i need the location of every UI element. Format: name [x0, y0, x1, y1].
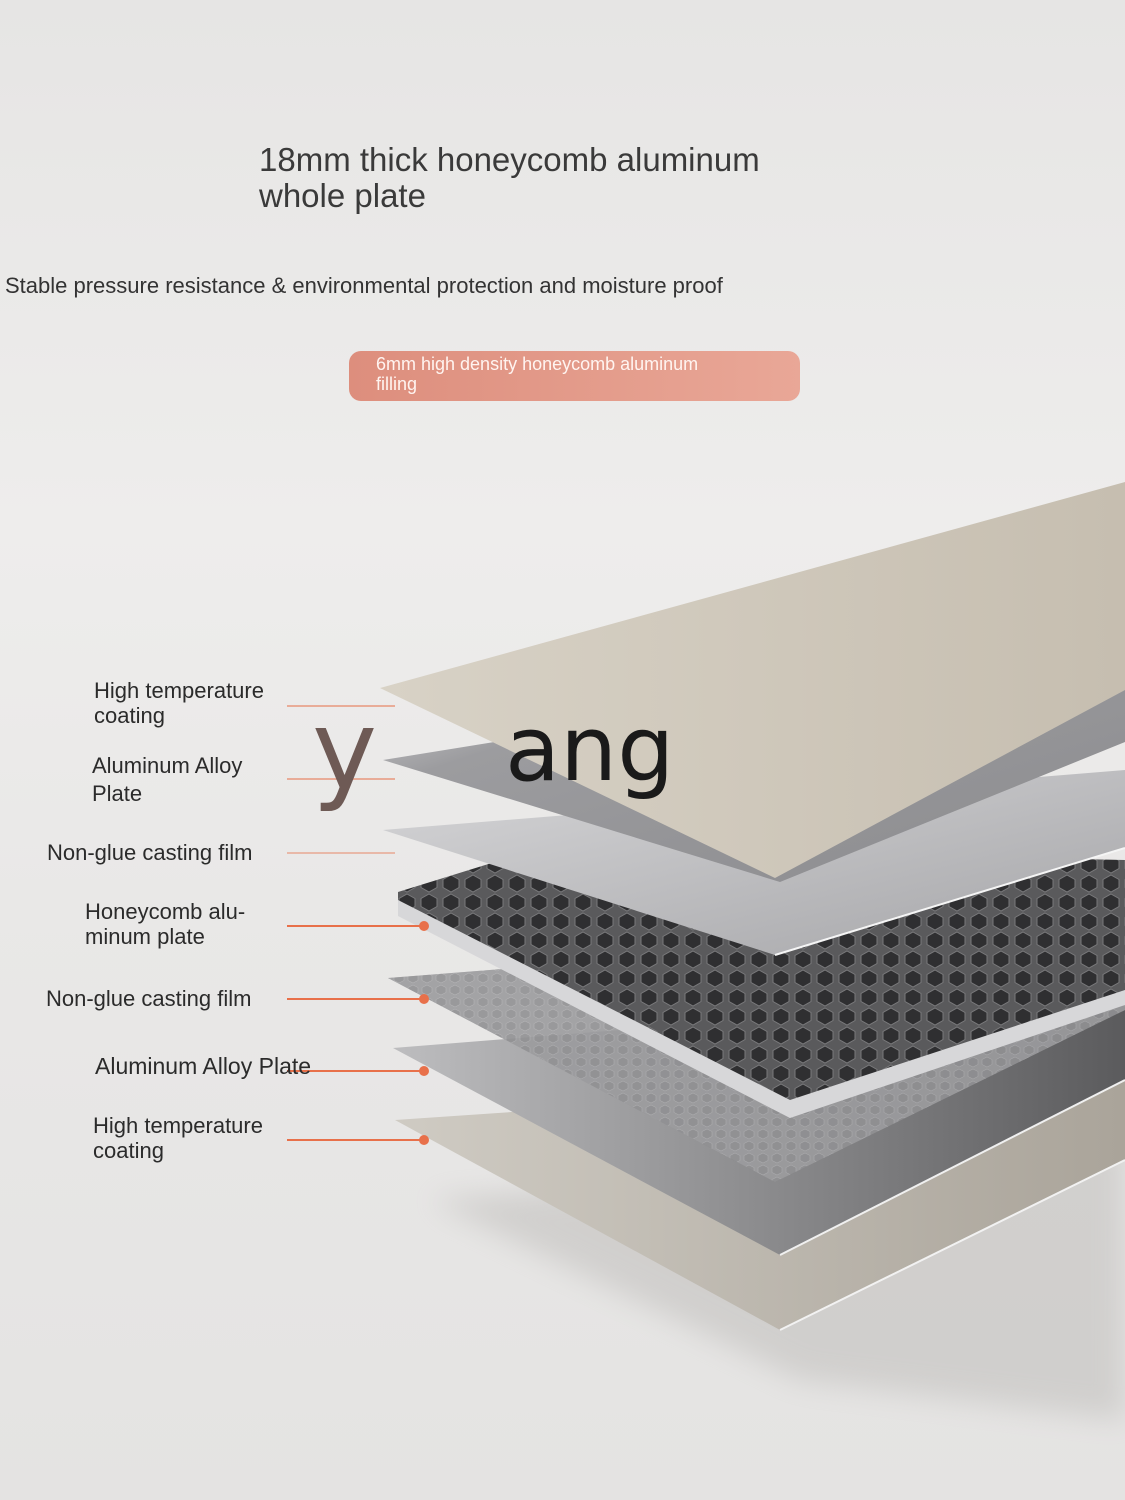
title-line-2: whole plate — [259, 177, 426, 214]
layer-label-top-aluminum: Aluminum Alloy Plate — [92, 752, 242, 808]
layer-label-bottom-aluminum: Aluminum Alloy Plate — [95, 1054, 311, 1079]
honeycomb-core — [398, 848, 1125, 1115]
label-line: Honeycomb alu- — [85, 899, 246, 924]
label-line: High temperature — [93, 1113, 263, 1138]
label-line: Non-glue casting film — [46, 986, 252, 1011]
top-coating-layer — [380, 482, 1125, 878]
layer-label-upper-film: Non-glue casting film — [47, 840, 252, 865]
layer-label-honeycomb: Honeycomb alu- minum plate — [85, 899, 245, 949]
badge-line-1: 6mm high density honeycomb aluminum — [376, 354, 699, 374]
filling-badge: 6mm high density honeycomb aluminum fill… — [349, 351, 800, 401]
label-line: coating — [93, 1138, 164, 1163]
label-line: Non-glue casting film — [47, 840, 253, 865]
layer-label-lower-film: Non-glue casting film — [46, 986, 251, 1011]
label-line: minum plate — [85, 924, 205, 949]
layer-label-bottom-coating: High temperature coating — [93, 1113, 263, 1163]
subtitle: Stable pressure resistance & environment… — [5, 273, 723, 298]
label-line: coating — [94, 703, 165, 728]
page-title: 18mm thick honeycomb aluminum whole plat… — [259, 142, 879, 214]
label-line: Aluminum Alloy — [92, 753, 243, 778]
leader-lines — [287, 705, 429, 1145]
brand-watermark-y: y — [312, 686, 378, 814]
layer-label-top-coating: High temperature coating — [94, 678, 264, 728]
title-line-1: 18mm thick honeycomb aluminum — [259, 141, 760, 178]
label-line: Plate — [92, 781, 143, 806]
badge-line-2: filling — [376, 374, 418, 394]
label-line: Aluminum Alloy Plate — [95, 1053, 312, 1079]
honeycomb-core-edge — [398, 900, 1125, 1118]
brand-watermark-ang: ang — [505, 697, 675, 802]
label-line: High temperature — [94, 678, 264, 703]
